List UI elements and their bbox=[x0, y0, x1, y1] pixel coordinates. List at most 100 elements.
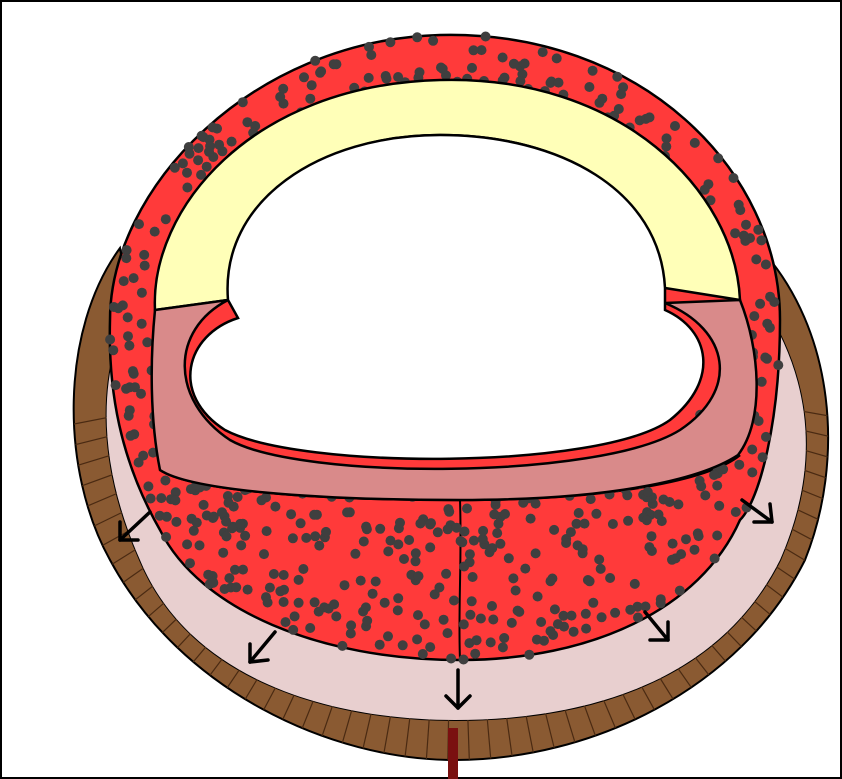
dot bbox=[751, 254, 761, 264]
dot bbox=[362, 616, 372, 626]
dot bbox=[288, 625, 298, 635]
dot bbox=[425, 642, 435, 652]
dot bbox=[121, 384, 131, 394]
dot bbox=[747, 467, 757, 477]
dot bbox=[524, 650, 534, 660]
dot bbox=[486, 637, 496, 647]
dot bbox=[278, 84, 288, 94]
dot bbox=[616, 89, 626, 99]
dot bbox=[668, 539, 678, 549]
dot bbox=[126, 431, 136, 441]
dot bbox=[614, 104, 624, 114]
dot bbox=[119, 276, 129, 286]
dot bbox=[481, 32, 491, 42]
dot bbox=[329, 59, 339, 69]
dot bbox=[393, 605, 403, 615]
dot bbox=[412, 634, 422, 644]
dot bbox=[549, 525, 559, 535]
dot bbox=[633, 613, 643, 623]
dot bbox=[222, 531, 232, 541]
dot bbox=[221, 517, 231, 527]
dot bbox=[472, 635, 482, 645]
dot bbox=[434, 583, 444, 593]
dot bbox=[756, 235, 766, 245]
dot bbox=[690, 138, 700, 148]
dot bbox=[224, 498, 234, 508]
dot bbox=[610, 608, 620, 618]
dot bbox=[178, 158, 188, 168]
dot bbox=[531, 499, 541, 509]
dot bbox=[487, 543, 497, 553]
dot bbox=[487, 601, 497, 611]
dot bbox=[438, 64, 448, 74]
dot bbox=[441, 569, 451, 579]
dot bbox=[586, 494, 596, 504]
stalk-icon bbox=[448, 728, 458, 779]
dot bbox=[202, 162, 212, 172]
dot bbox=[398, 640, 408, 650]
dot bbox=[538, 47, 548, 57]
dot bbox=[539, 636, 549, 646]
dot bbox=[171, 517, 181, 527]
dot bbox=[161, 532, 171, 542]
dot bbox=[508, 573, 518, 583]
dot bbox=[597, 94, 607, 104]
dot bbox=[269, 569, 279, 579]
dot bbox=[199, 500, 209, 510]
dot bbox=[533, 592, 543, 602]
dot bbox=[581, 624, 591, 634]
dot bbox=[361, 602, 371, 612]
dot bbox=[279, 597, 289, 607]
dot bbox=[243, 585, 253, 595]
dot bbox=[182, 183, 192, 193]
dot bbox=[194, 143, 204, 153]
dot bbox=[761, 260, 771, 270]
dot bbox=[591, 509, 601, 519]
dot bbox=[561, 538, 571, 548]
dot bbox=[469, 45, 479, 55]
dot bbox=[605, 573, 615, 583]
dot bbox=[137, 319, 147, 329]
dot bbox=[492, 528, 502, 538]
dot bbox=[465, 610, 475, 620]
dot bbox=[670, 121, 680, 131]
dot bbox=[665, 497, 675, 507]
dot bbox=[470, 649, 480, 659]
dot bbox=[270, 502, 280, 512]
dot bbox=[662, 133, 672, 143]
dot bbox=[676, 549, 686, 559]
dot bbox=[552, 53, 562, 63]
dot bbox=[204, 147, 214, 157]
dot bbox=[594, 555, 604, 565]
dot bbox=[588, 598, 598, 608]
dot bbox=[218, 548, 228, 558]
dot bbox=[714, 501, 724, 511]
dot bbox=[299, 72, 309, 82]
dot bbox=[645, 112, 655, 122]
dot bbox=[193, 155, 203, 165]
dot bbox=[137, 288, 147, 298]
dot bbox=[290, 611, 300, 621]
dot bbox=[182, 168, 192, 178]
dot bbox=[150, 227, 160, 237]
dot bbox=[371, 577, 381, 587]
dot bbox=[231, 582, 241, 592]
dot bbox=[467, 63, 477, 73]
dot bbox=[443, 524, 453, 534]
dot bbox=[262, 526, 272, 536]
dot bbox=[730, 228, 740, 238]
dot bbox=[710, 554, 720, 564]
dot bbox=[393, 593, 403, 603]
dot bbox=[488, 615, 498, 625]
dot bbox=[444, 507, 454, 517]
dot bbox=[761, 432, 771, 442]
dot bbox=[316, 66, 326, 76]
dot bbox=[236, 540, 246, 550]
dot bbox=[452, 523, 462, 533]
dot bbox=[731, 507, 741, 517]
dot bbox=[111, 380, 121, 390]
dot bbox=[415, 67, 425, 77]
dot bbox=[238, 565, 248, 575]
dot bbox=[554, 78, 564, 88]
dot bbox=[404, 535, 414, 545]
